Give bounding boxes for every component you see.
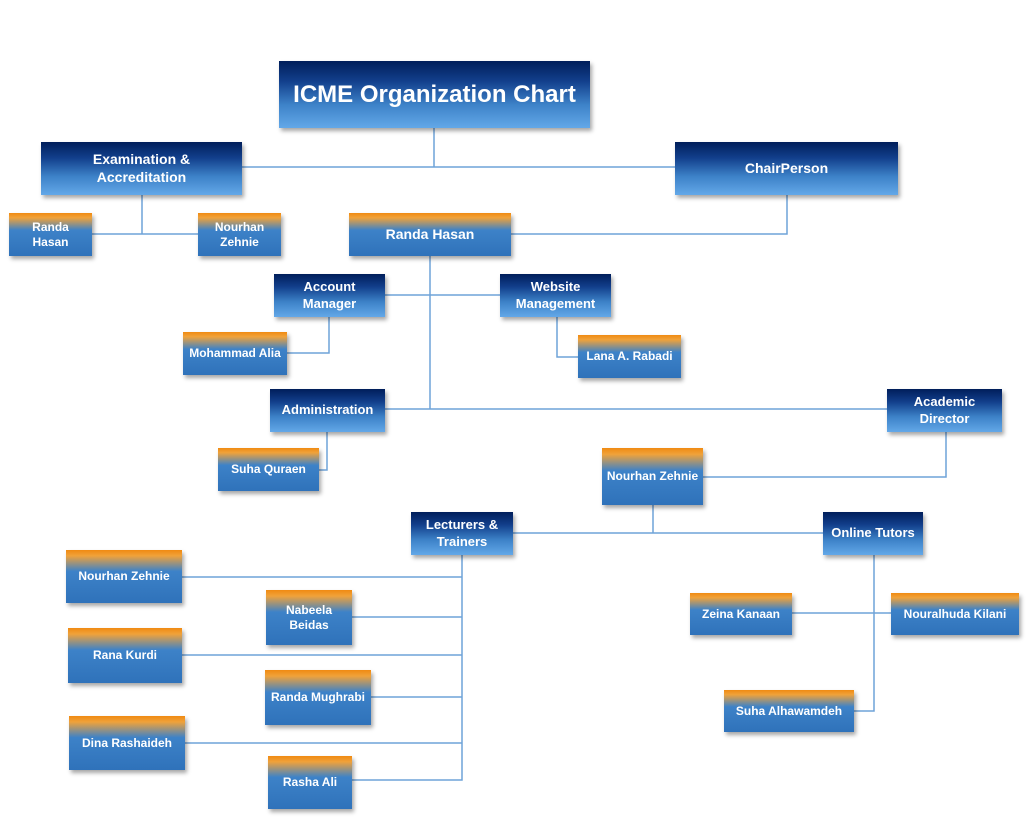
lecturers-trainers-box: Lecturers & Trainers bbox=[411, 512, 513, 555]
member-mohammad-alia: Mohammad Alia bbox=[183, 332, 287, 375]
lecturer-dina-rashaideh: Dina Rashaideh bbox=[69, 716, 185, 770]
tutor-suha-alhawamdeh: Suha Alhawamdeh bbox=[724, 690, 854, 732]
chair-member-randa-hasan: Randa Hasan bbox=[349, 213, 511, 256]
lecturer-rana-kurdi: Rana Kurdi bbox=[68, 628, 182, 683]
exam-member-randa-hasan: Randa Hasan bbox=[9, 213, 92, 256]
connector-website-lana bbox=[556, 317, 578, 358]
member-lana-rabadi: Lana A. Rabadi bbox=[578, 335, 681, 378]
org-chart-title: ICME Organization Chart bbox=[279, 61, 590, 128]
member-nourhan-zehnie-academic: Nourhan Zehnie bbox=[602, 448, 703, 505]
connector-academic-nourhan bbox=[703, 432, 947, 478]
website-management-box: Website Management bbox=[500, 274, 611, 317]
examination-accreditation-box: Examination & Accreditation bbox=[41, 142, 242, 195]
connector-group bbox=[92, 128, 947, 781]
connector-tutors-spine bbox=[854, 555, 875, 712]
exam-member-nourhan-zehnie: Nourhan Zehnie bbox=[198, 213, 281, 256]
lecturer-nourhan-zehnie: Nourhan Zehnie bbox=[66, 550, 182, 603]
academic-director-box: Academic Director bbox=[887, 389, 1002, 432]
connector-nourhan-teams bbox=[513, 505, 823, 534]
connector-admin-suha bbox=[319, 432, 328, 471]
account-manager-box: Account Manager bbox=[274, 274, 385, 317]
online-tutors-box: Online Tutors bbox=[823, 512, 923, 555]
connector-exam-members bbox=[92, 195, 198, 235]
lecturer-nabeela-beidas: Nabeela Beidas bbox=[266, 590, 352, 645]
member-suha-quraen: Suha Quraen bbox=[218, 448, 319, 491]
connector-chair-randa bbox=[511, 195, 788, 235]
connector-account-mohammad bbox=[287, 317, 330, 354]
connector-lecturers-spine bbox=[352, 555, 463, 781]
administration-box: Administration bbox=[270, 389, 385, 432]
connector-title-top bbox=[242, 128, 675, 168]
lecturer-randa-mughrabi: Randa Mughrabi bbox=[265, 670, 371, 725]
chairperson-box: ChairPerson bbox=[675, 142, 898, 195]
lecturer-rasha-ali: Rasha Ali bbox=[268, 756, 352, 809]
tutor-zeina-kanaan: Zeina Kanaan bbox=[690, 593, 792, 635]
tutor-nouralhuda-kilani: Nouralhuda Kilani bbox=[891, 593, 1019, 635]
